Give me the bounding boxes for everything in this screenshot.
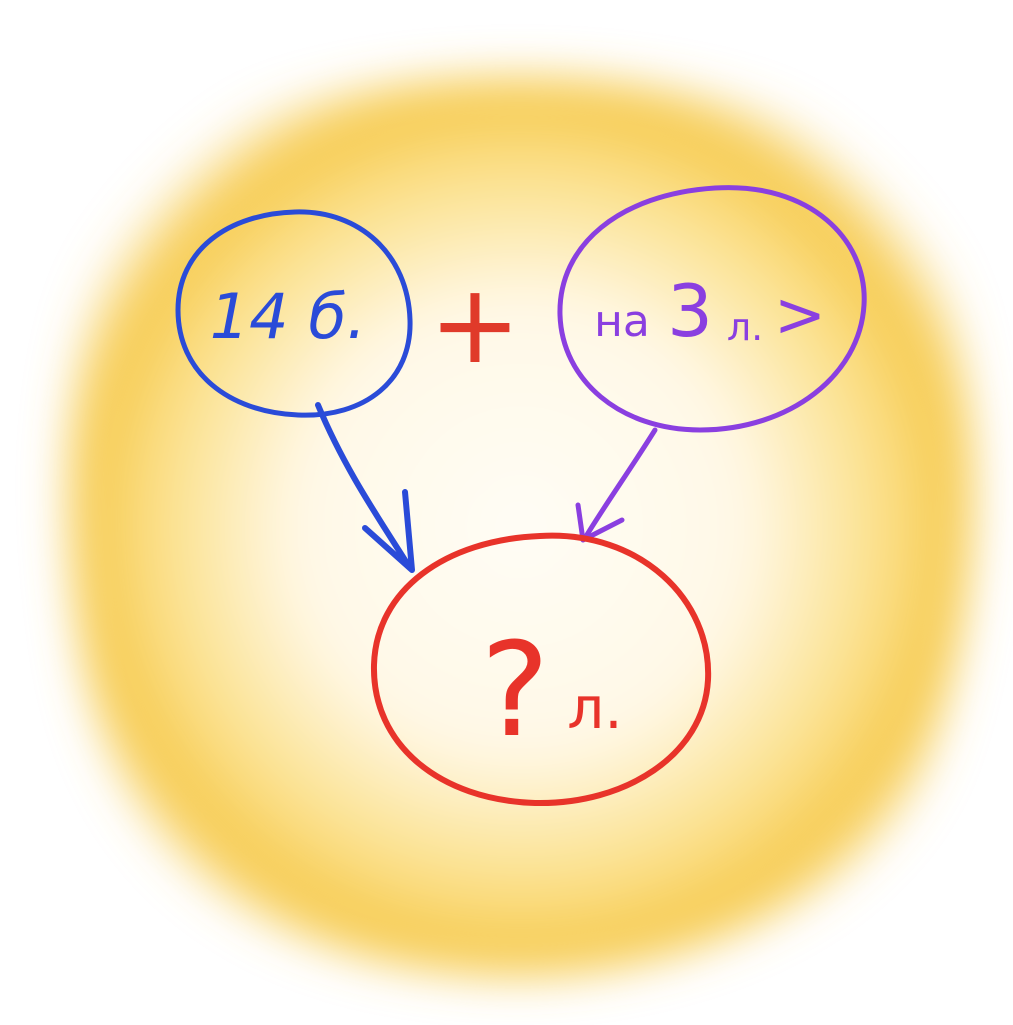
node-right-label-sign: >: [774, 278, 826, 351]
node-left-label: 14 б.: [210, 280, 367, 353]
node-right-label-big: 3: [667, 269, 713, 353]
node-right-label-unit: л.: [727, 305, 763, 349]
node-result-circle: [370, 532, 712, 807]
plus-operator: +: [429, 260, 521, 388]
node-right: на 3 л. >: [557, 185, 867, 433]
node-result-question: ?: [481, 614, 550, 766]
node-right-circle: [557, 185, 867, 433]
node-result-unit: л.: [567, 674, 623, 742]
arrow-left-to-result: [315, 402, 415, 573]
background-blob: [67, 76, 975, 978]
node-left-circle: [175, 209, 413, 418]
node-right-label-small: на: [594, 296, 650, 347]
node-result: ? л.: [370, 532, 712, 807]
node-left: 14 б.: [175, 209, 413, 418]
